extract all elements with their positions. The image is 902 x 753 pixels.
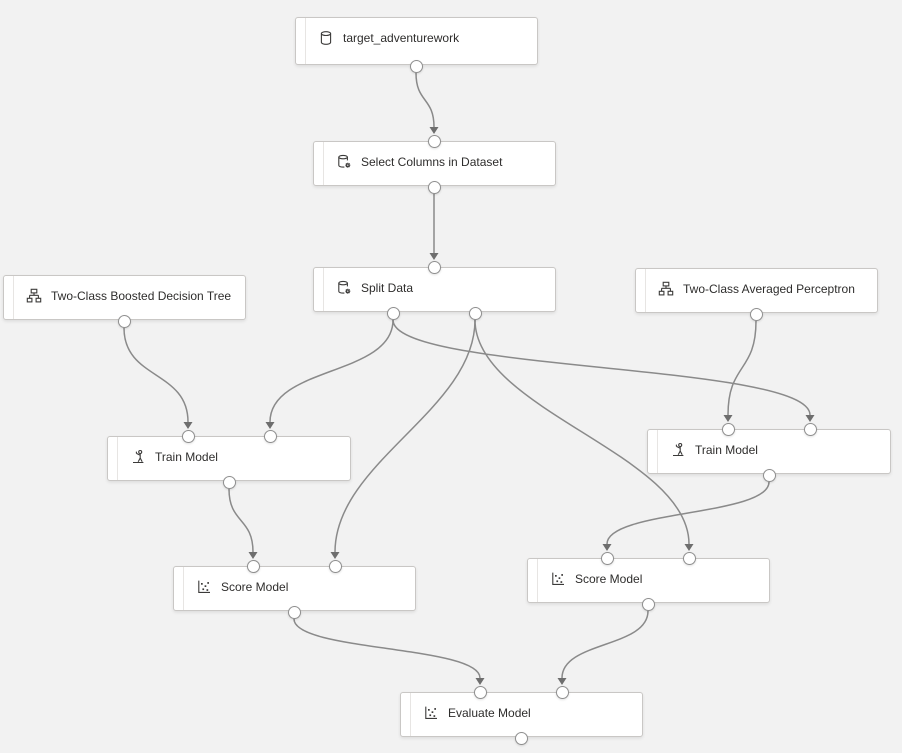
port-train-left-in1[interactable] [263, 429, 277, 443]
scatter-icon [550, 571, 566, 587]
node-evaluate[interactable]: Evaluate Model [400, 692, 643, 737]
node-left-strip [296, 18, 306, 64]
node-left-strip [401, 693, 411, 736]
node-label: Two-Class Averaged Perceptron [683, 282, 855, 296]
node-score-right[interactable]: Score Model [527, 558, 770, 603]
arrowhead-icon [265, 422, 275, 429]
scatter-icon [196, 579, 212, 595]
node-left-strip [314, 142, 324, 185]
arrowhead-icon [248, 552, 258, 559]
edge-train-left.out0-to-score-left.in0[interactable] [228, 488, 254, 553]
port-evaluate-in0[interactable] [473, 685, 487, 699]
arrowhead-icon [330, 552, 340, 559]
node-train-right[interactable]: Train Model [647, 429, 891, 474]
node-left-strip [108, 437, 118, 480]
node-select-columns[interactable]: Select Columns in Dataset [313, 141, 556, 186]
node-left-strip [648, 430, 658, 473]
port-evaluate-out0[interactable] [514, 731, 528, 745]
edge-split-data.out1-to-score-right.in1[interactable] [474, 319, 690, 545]
node-label: Evaluate Model [448, 706, 531, 720]
arrowhead-icon [429, 253, 439, 260]
edge-avg-perceptron.out0-to-train-right.in0[interactable] [727, 320, 757, 416]
edge-split-data.out0-to-train-right.in1[interactable] [392, 319, 811, 416]
train-icon [130, 449, 146, 465]
node-left-strip [528, 559, 538, 602]
arrowhead-icon [183, 422, 193, 429]
node-left-strip [4, 276, 14, 319]
node-label: Score Model [221, 580, 289, 594]
port-score-right-in1[interactable] [682, 551, 696, 565]
hierarchy-icon [658, 281, 674, 297]
edge-score-right.out0-to-evaluate.in1[interactable] [561, 610, 649, 679]
port-score-left-out0[interactable] [287, 605, 301, 619]
scatter-icon [423, 705, 439, 721]
node-left-strip [636, 269, 646, 312]
port-evaluate-in1[interactable] [555, 685, 569, 699]
node-boosted-tree[interactable]: Two-Class Boosted Decision Tree [3, 275, 246, 320]
database-gear-icon [336, 154, 352, 170]
edge-score-left.out0-to-evaluate.in0[interactable] [293, 618, 481, 679]
node-dataset[interactable]: target_adventurework [295, 17, 538, 65]
edge-boosted-tree.out0-to-train-left.in0[interactable] [123, 327, 189, 423]
node-label: Train Model [155, 450, 218, 464]
port-score-right-in0[interactable] [600, 551, 614, 565]
node-train-left[interactable]: Train Model [107, 436, 351, 481]
node-left-strip [314, 268, 324, 311]
arrowhead-icon [557, 678, 567, 685]
port-avg-perceptron-out0[interactable] [749, 307, 763, 321]
port-split-data-in0[interactable] [427, 260, 441, 274]
train-icon [670, 442, 686, 458]
port-train-right-in0[interactable] [721, 422, 735, 436]
port-split-data-out1[interactable] [468, 306, 482, 320]
port-train-left-in0[interactable] [181, 429, 195, 443]
database-icon [318, 30, 334, 46]
node-left-strip [174, 567, 184, 610]
port-score-right-out0[interactable] [641, 597, 655, 611]
arrowhead-icon [475, 678, 485, 685]
arrowhead-icon [723, 415, 733, 422]
arrowhead-icon [805, 415, 815, 422]
port-train-right-out0[interactable] [762, 468, 776, 482]
arrowhead-icon [429, 127, 439, 134]
edge-train-right.out0-to-score-right.in0[interactable] [606, 481, 770, 545]
node-label: target_adventurework [343, 31, 460, 45]
port-split-data-out0[interactable] [386, 306, 400, 320]
port-dataset-out0[interactable] [409, 59, 423, 73]
node-label: Split Data [361, 281, 414, 295]
port-train-left-out0[interactable] [222, 475, 236, 489]
port-train-right-in1[interactable] [803, 422, 817, 436]
node-label: Score Model [575, 572, 643, 586]
hierarchy-icon [26, 288, 42, 304]
edge-dataset.out0-to-select-columns.in0[interactable] [415, 72, 435, 128]
port-score-left-in1[interactable] [328, 559, 342, 573]
database-gear-icon [336, 280, 352, 296]
node-score-left[interactable]: Score Model [173, 566, 416, 611]
node-label: Train Model [695, 443, 758, 457]
arrowhead-icon [684, 544, 694, 551]
arrowhead-icon [602, 544, 612, 551]
node-split-data[interactable]: Split Data [313, 267, 556, 312]
node-label: Two-Class Boosted Decision Tree [51, 289, 232, 303]
port-select-columns-out0[interactable] [427, 180, 441, 194]
edge-split-data.out0-to-train-left.in1[interactable] [269, 319, 394, 423]
port-score-left-in0[interactable] [246, 559, 260, 573]
node-avg-perceptron[interactable]: Two-Class Averaged Perceptron [635, 268, 878, 313]
port-select-columns-in0[interactable] [427, 134, 441, 148]
edge-split-data.out1-to-score-left.in1[interactable] [334, 319, 476, 553]
node-label: Select Columns in Dataset [361, 155, 503, 169]
port-boosted-tree-out0[interactable] [117, 314, 131, 328]
